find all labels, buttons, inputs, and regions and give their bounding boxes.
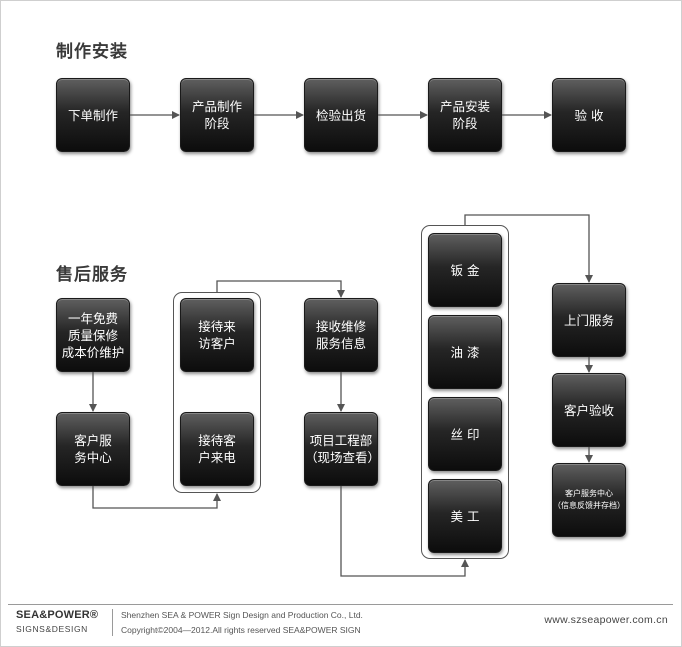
- node-repair-service-info: 接收维修 服务信息: [304, 298, 378, 372]
- section-title-install: 制作安装: [56, 42, 128, 62]
- arrow-service-center-to-reception: [92, 486, 221, 509]
- node-acceptance: 验 收: [552, 78, 626, 152]
- node-inspection-shipping: 检验出货: [304, 78, 378, 152]
- workshop-group-container: [421, 225, 509, 559]
- node-silkscreen: 丝 印: [428, 397, 502, 471]
- node-customer-center-archive: 客户服务中心 （信息反馈并存档）: [552, 463, 626, 537]
- company-logo-subtitle: SIGNS&DESIGN: [16, 624, 88, 634]
- website-link[interactable]: www.szseapower.com.cn: [544, 614, 668, 626]
- arrow-project-dept-to-workshop: [340, 486, 469, 577]
- node-art-design: 美 工: [428, 479, 502, 553]
- node-customer-service-center: 客户服 务中心: [56, 412, 130, 486]
- node-onsite-service: 上门服务: [552, 283, 626, 357]
- node-customer-acceptance: 客户验收: [552, 373, 626, 447]
- arrow-workshop-to-onsite-service: [464, 214, 593, 283]
- node-warranty: 一年免费 质量保修 成本价维护: [56, 298, 130, 372]
- footer-divider: [8, 604, 673, 605]
- arrow-reception-to-repair-info: [216, 280, 345, 298]
- node-receive-customer-calls: 接待客 户来电: [180, 412, 254, 486]
- node-project-engineering-dept: 项目工程部 （现场查看）: [304, 412, 380, 486]
- company-name: Shenzhen SEA & POWER Sign Design and Pro…: [121, 610, 363, 620]
- company-logo: SEA&POWER®: [16, 609, 99, 621]
- node-order-production: 下单制作: [56, 78, 130, 152]
- node-product-production-stage: 产品制作 阶段: [180, 78, 254, 152]
- node-product-installation-stage: 产品安装 阶段: [428, 78, 502, 152]
- footer-vertical-separator: [112, 609, 113, 636]
- node-sheet-metal: 钣 金: [428, 233, 502, 307]
- section-title-service: 售后服务: [56, 265, 128, 285]
- node-painting: 油 漆: [428, 315, 502, 389]
- node-receive-visiting-customers: 接待来 访客户: [180, 298, 254, 372]
- reception-group-container: [173, 292, 261, 493]
- copyright-text: Copyright©2004—2012.All rights reserved …: [121, 625, 361, 635]
